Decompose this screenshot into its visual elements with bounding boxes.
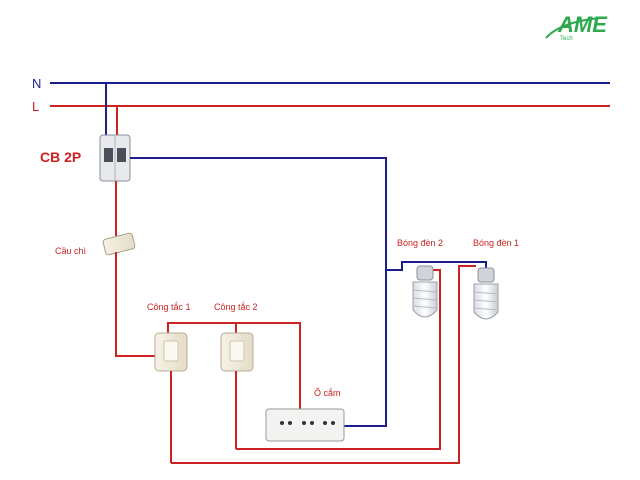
bulb1-neutral: [402, 261, 487, 268]
logo-text: AME: [557, 12, 608, 37]
bulb2-label: Bóng đèn 2: [397, 238, 443, 248]
logo-swoosh: [545, 17, 601, 39]
socket-label: Ổ cắm: [314, 387, 341, 398]
neutral-wire-lamps: [386, 261, 420, 271]
neutral-label: N: [32, 76, 41, 91]
fuse-icon: [102, 232, 136, 256]
socket-icon: [265, 408, 345, 442]
lamp2-wire: [236, 277, 441, 450]
breaker-label: CB 2P: [40, 149, 81, 165]
switch2-label: Công tắc 2: [214, 302, 258, 312]
live-label: L: [32, 99, 39, 114]
cfl-bulb-icon-1: [473, 267, 499, 320]
ame-logo: AME Tech: [545, 12, 608, 42]
lamp1-wire: [171, 265, 476, 464]
switch-icon-2: [220, 332, 254, 372]
fuse-label: Cầu chì: [55, 246, 86, 256]
switch1-label: Công tắc 1: [147, 302, 191, 312]
bulb1-label: Bóng đèn 1: [473, 238, 519, 248]
live-to-switches: [115, 252, 160, 357]
neutral-wire-out: [130, 157, 387, 427]
logo-subtext: Tech: [560, 36, 573, 42]
switch-icon: [154, 332, 188, 372]
cfl-bulb-icon: [412, 265, 438, 318]
switch-bus: [167, 322, 301, 410]
circuit-breaker-icon: [99, 134, 131, 182]
